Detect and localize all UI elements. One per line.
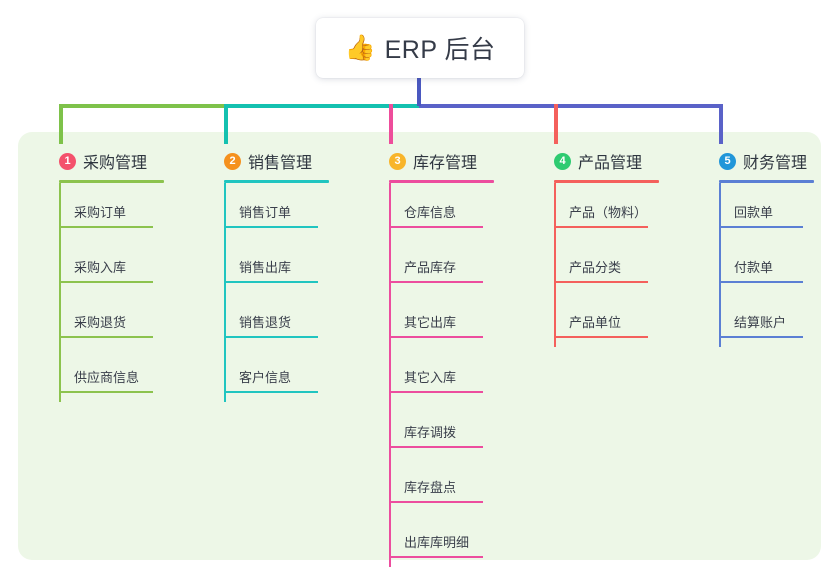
column-header-rule [224,180,329,183]
column-items: 采购订单采购入库采购退货供应商信息 [39,183,189,403]
column-spine [554,183,556,347]
leaf-rule [554,336,648,338]
column-title: 采购管理 [83,155,148,172]
column-2: 2 销售管理销售订单销售出库销售退货客户信息 [204,148,354,403]
leaf-label: 回款单 [734,205,774,220]
column-spine [389,183,391,567]
leaf-rule [389,336,483,338]
leaf-rule [389,556,483,558]
root-node[interactable]: 👍 ERP 后台 [316,18,524,78]
leaf-label: 产品（物料） [569,205,648,220]
leaf-label: 供应商信息 [74,370,140,385]
leaf-label: 仓库信息 [404,205,457,220]
column-4: 4 产品管理产品（物料） 产品分类产品单位 [534,148,684,348]
column-number-badge: 1 [59,152,76,170]
root-title: ERP 后台 [384,36,496,64]
drop-col-4 [554,104,558,144]
leaf-label: 库存调拨 [404,425,457,440]
root-stem [417,74,421,106]
column-1: 1 采购管理采购订单采购入库采购退货供应商信息 [39,148,189,403]
leaf-rule [554,226,648,228]
column-items: 回款单付款单结算账户 [699,183,839,348]
leaf-rule [59,226,153,228]
column-title: 销售管理 [248,155,313,172]
column-spine [59,183,61,402]
column-header-rule [59,180,164,183]
leaf-rule [389,501,483,503]
leaf-rule [389,391,483,393]
column-header-4[interactable]: 4 产品管理 [534,148,684,174]
leaf-label: 出库库明细 [404,535,470,550]
leaf-rule [59,391,153,393]
leaf-rule [224,336,318,338]
column-number-badge: 4 [554,152,571,170]
leaf-label: 采购退货 [74,315,127,330]
column-items: 产品（物料） 产品分类产品单位 [534,183,684,348]
drop-col-2 [224,104,228,144]
leaf-rule [719,226,803,228]
leaf-rule [719,336,803,338]
leaf-label: 客户信息 [239,370,292,385]
column-header-1[interactable]: 1 采购管理 [39,148,189,174]
column-items: 仓库信息产品库存其它出库其它入库库存调拨库存盘点出库库明细 [369,183,519,568]
leaf-label: 销售出库 [239,260,292,275]
column-header-rule [719,180,814,183]
column-number-badge: 5 [719,152,736,170]
drop-col-1 [59,104,63,144]
leaf-label: 采购入库 [74,260,127,275]
leaf-label: 产品单位 [569,315,622,330]
leaf-label: 产品库存 [404,260,457,275]
leaf-rule [554,281,648,283]
leaf-label: 销售退货 [239,315,292,330]
bar-segment-green [59,104,224,108]
leaf-label: 库存盘点 [404,480,457,495]
leaf-label: 其它入库 [404,370,457,385]
leaf-rule [59,281,153,283]
column-title: 产品管理 [578,155,643,172]
leaf-label: 其它出库 [404,315,457,330]
thumbs-up-icon: 👍 [344,33,376,62]
leaf-rule [389,281,483,283]
column-header-5[interactable]: 5 财务管理 [699,148,839,174]
column-items: 销售订单销售出库销售退货客户信息 [204,183,354,403]
leaf-rule [224,281,318,283]
leaf-label: 销售订单 [239,205,292,220]
column-5: 5 财务管理回款单付款单结算账户 [699,148,839,348]
leaf-label: 付款单 [734,260,774,275]
drop-col-5 [719,104,723,144]
column-spine [224,183,226,402]
column-number-badge: 3 [389,152,406,170]
drop-col-3 [389,104,393,144]
leaf-rule [719,281,803,283]
leaf-rule [224,226,318,228]
column-header-rule [554,180,659,183]
column-header-2[interactable]: 2 销售管理 [204,148,354,174]
leaf-rule [224,391,318,393]
bar-segment-blue [419,104,723,108]
column-header-3[interactable]: 3 库存管理 [369,148,519,174]
column-number-badge: 2 [224,152,241,170]
leaf-label: 产品分类 [569,260,622,275]
column-title: 库存管理 [413,155,478,172]
leaf-rule [389,226,483,228]
leaf-rule [389,446,483,448]
leaf-label: 采购订单 [74,205,127,220]
column-3: 3 库存管理仓库信息产品库存其它出库其它入库库存调拨库存盘点出库库明细 [369,148,519,568]
diagram-panel [18,132,821,560]
bar-segment-teal [224,104,419,108]
column-spine [719,183,721,347]
leaf-label: 结算账户 [734,315,787,330]
leaf-rule [59,336,153,338]
column-header-rule [389,180,494,183]
column-title: 财务管理 [743,155,808,172]
